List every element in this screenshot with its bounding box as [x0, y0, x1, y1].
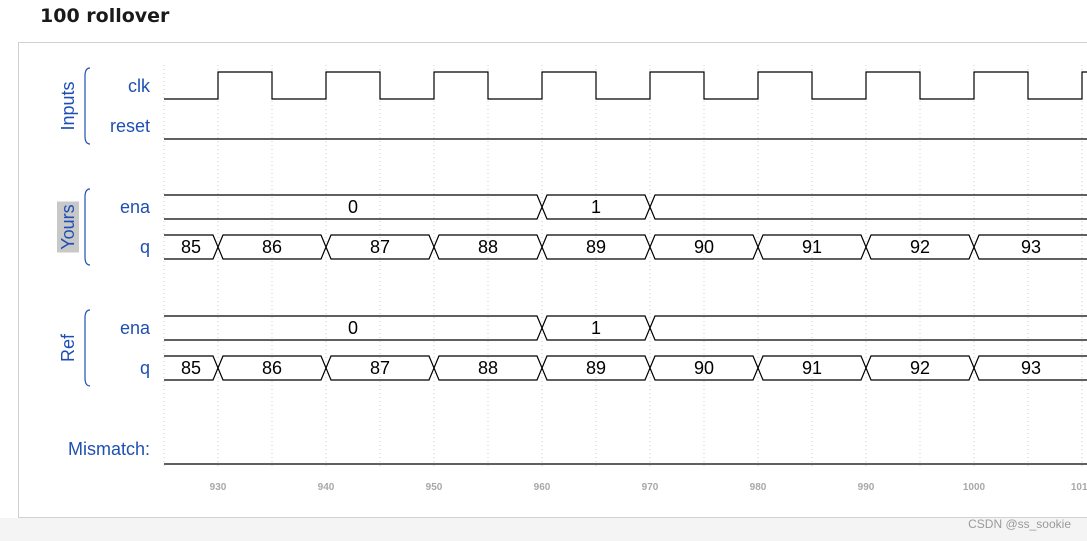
signal-label: q — [140, 358, 150, 378]
bus-value: 92 — [910, 358, 930, 378]
time-tick-label: 1000 — [963, 482, 986, 493]
bus-value: 90 — [694, 358, 714, 378]
group-label: Ref — [58, 333, 78, 362]
time-tick-label: 990 — [858, 482, 875, 493]
clock-wave — [164, 71, 1087, 100]
time-tick-label: 950 — [426, 482, 443, 493]
bus-value: 1 — [591, 197, 601, 217]
group-bracket — [84, 188, 91, 266]
bus-value: 87 — [370, 358, 390, 378]
bus-segment — [433, 234, 543, 260]
bus-value: 91 — [802, 358, 822, 378]
bus-segment — [541, 194, 651, 220]
bus-value: 0 — [348, 318, 358, 338]
bus-segment — [973, 355, 1087, 381]
bus-value: 92 — [910, 237, 930, 257]
bus-segment — [757, 355, 867, 381]
bus-segment — [757, 234, 867, 260]
bus-value: 85 — [181, 237, 201, 257]
signal-label: reset — [110, 116, 150, 136]
signal-label: clk — [128, 76, 151, 96]
bus-value: 86 — [262, 237, 282, 257]
time-tick-label: 960 — [534, 482, 551, 493]
time-tick-label: 940 — [318, 482, 335, 493]
group-label: Yours — [58, 204, 78, 249]
bus-segment — [541, 234, 651, 260]
page-title: 100 rollover — [40, 5, 170, 27]
bus-value: 90 — [694, 237, 714, 257]
bus-segment — [325, 355, 435, 381]
signal-label: Mismatch: — [68, 439, 150, 459]
bus-segment — [541, 315, 651, 341]
bus-value: 89 — [586, 358, 606, 378]
bus-value: 0 — [348, 197, 358, 217]
bus-segment — [541, 355, 651, 381]
bus-segment — [649, 355, 759, 381]
bus-value: 91 — [802, 237, 822, 257]
time-tick-label: 1010 — [1071, 482, 1087, 493]
signal-label: ena — [120, 318, 151, 338]
bus-segment — [217, 234, 327, 260]
bus-value: 1 — [591, 318, 601, 338]
bus-segment — [325, 234, 435, 260]
wave-layer: 0 1 85 86 87 88 89 90 91 92 93 0 1 85 86 87 88 89 90 91 92 93 — [164, 71, 1087, 465]
bus-value: 85 — [181, 358, 201, 378]
bus-segment — [973, 234, 1087, 260]
watermark: CSDN @ss_sookie — [968, 517, 1071, 531]
bus-value: 89 — [586, 237, 606, 257]
bus-value: 88 — [478, 358, 498, 378]
bus-value: 87 — [370, 237, 390, 257]
bus-value: 93 — [1021, 237, 1041, 257]
bus-segment — [649, 315, 1087, 341]
bus-segment — [865, 234, 975, 260]
group-bracket — [84, 67, 91, 145]
bus-segment — [649, 194, 1087, 220]
grid-layer — [163, 65, 1083, 467]
time-tick-layer: 930 940 950 960 970 980 990 1000 1010 — [210, 482, 1087, 493]
time-tick-label: 930 — [210, 482, 227, 493]
signal-label: ena — [120, 197, 151, 217]
time-tick-label: 980 — [750, 482, 767, 493]
bus-segment — [649, 234, 759, 260]
bus-value: 93 — [1021, 358, 1041, 378]
time-tick-label: 970 — [642, 482, 659, 493]
bus-segment — [217, 355, 327, 381]
group-bracket — [84, 309, 91, 387]
group-label-highlight — [57, 201, 79, 253]
bus-segment — [433, 355, 543, 381]
bus-value: 86 — [262, 358, 282, 378]
signal-label: q — [140, 237, 150, 257]
bottom-band — [0, 518, 1087, 541]
group-label: Inputs — [58, 81, 78, 130]
bus-segment — [865, 355, 975, 381]
bus-value: 88 — [478, 237, 498, 257]
